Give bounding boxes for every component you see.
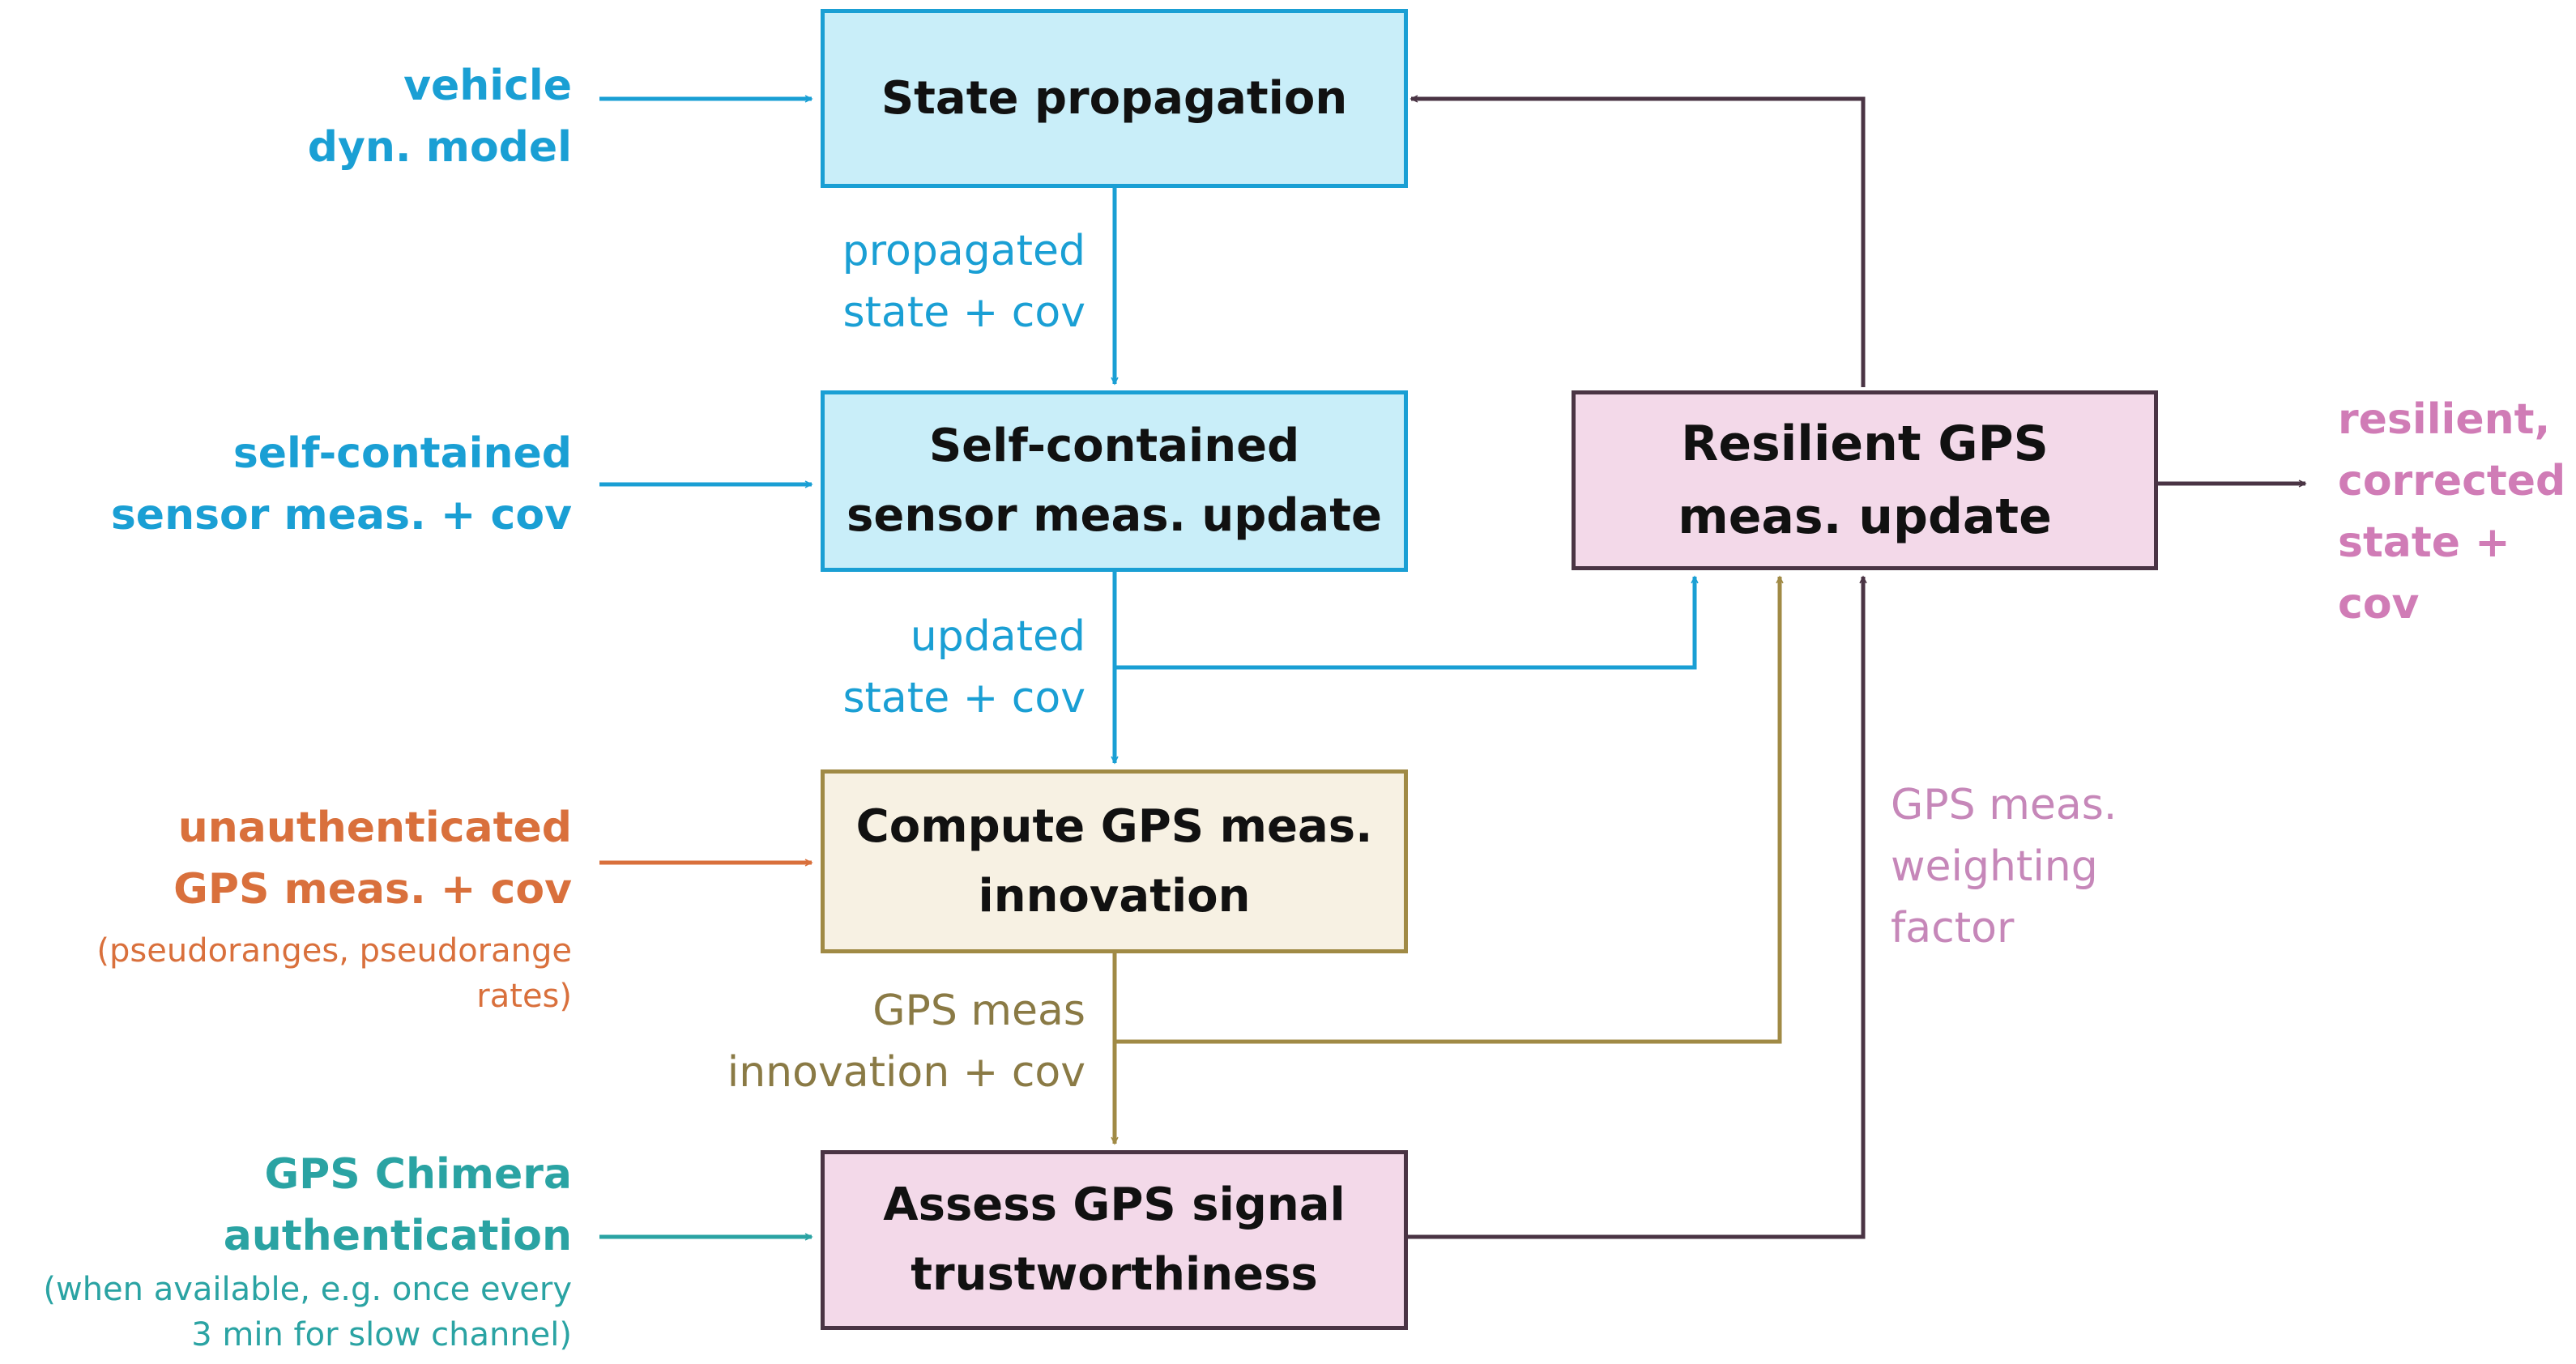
resilient-output-label: resilient, corrected state + cov [2338, 395, 2566, 629]
weighting-factor-label: GPS meas. weighting factor [1891, 781, 2118, 953]
propagated-state-label: propagated state + cov [842, 227, 1085, 337]
unauth-gps-label: unauthenticated GPS meas. + cov [173, 803, 572, 914]
state-propagation-box: State propagation [821, 9, 1408, 188]
chimera-note: (when available, e.g. once every 3 min f… [43, 1271, 572, 1353]
sensor-meas-label: self-contained sensor meas. + cov [110, 429, 572, 539]
sensor-update-box: Self-contained sensor meas. update [821, 390, 1408, 572]
vehicle-model-label: vehicle dyn. model [307, 62, 572, 172]
assess-trust-box: Assess GPS signal trustworthiness [821, 1150, 1408, 1330]
compute-innovation-box: Compute GPS meas. innovation [821, 769, 1408, 953]
arrow-innovation-to-resilient [1115, 575, 1784, 1044]
arrow-weighting-factor [1408, 575, 1867, 1239]
updated-state-label: updated state + cov [842, 612, 1085, 722]
arrow-updated-to-resilient [1115, 575, 1699, 670]
innovation-label: GPS meas innovation + cov [727, 987, 1085, 1097]
resilient-update-box: Resilient GPS meas. update [1572, 390, 2158, 570]
unauth-gps-note: (pseudoranges, pseudorange rates) [96, 932, 572, 1015]
arrow-feedback-loop [1410, 95, 1866, 387]
chimera-label: GPS Chimera authentication [223, 1150, 572, 1260]
